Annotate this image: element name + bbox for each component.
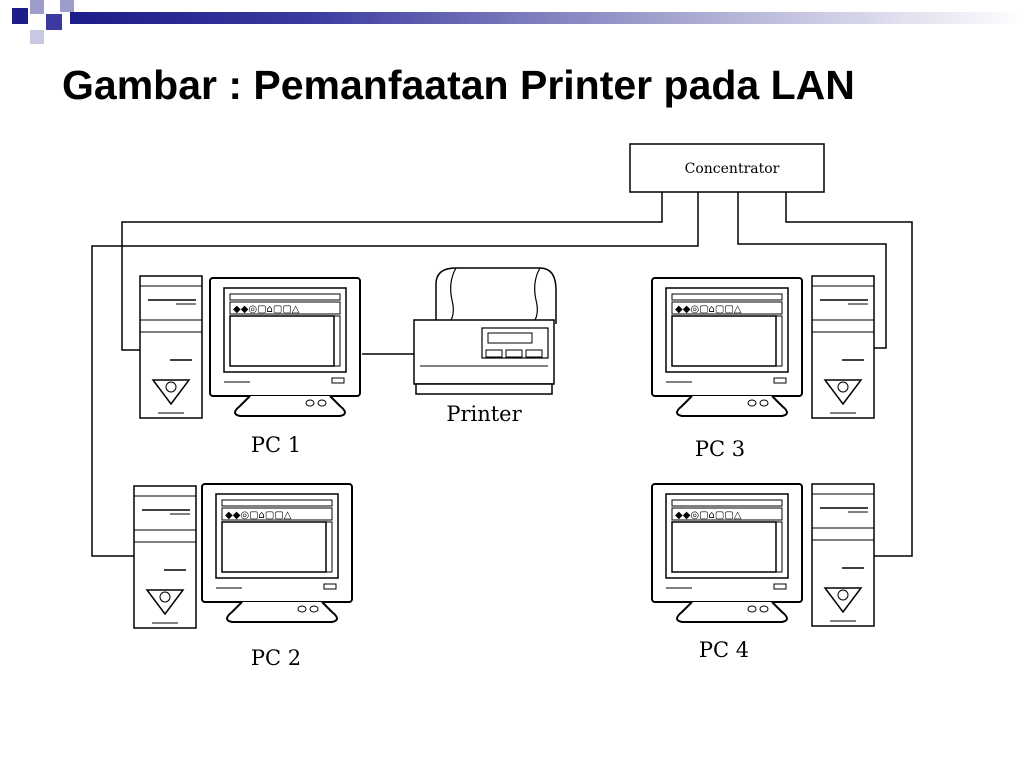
pc-1: PC 1 [139,275,361,457]
pc-label: PC 1 [251,433,301,457]
tower-icon [811,483,875,627]
monitor-icon [651,277,803,417]
decoration-square [30,0,44,14]
cable-pc4 [785,192,913,557]
pc-label: PC 3 [695,437,745,461]
cable-pc3 [737,192,887,349]
decoration-square [46,14,62,30]
pc-4: PC 4 [651,483,875,662]
printer: Printer [413,267,557,426]
tower-icon [811,275,875,419]
monitor-icon [201,483,353,623]
cable-pc1 [121,192,663,351]
cable-pc2 [91,192,699,557]
pc-label: PC 2 [251,646,301,670]
tower-icon [139,275,203,419]
concentrator-label: Concentrator [685,161,780,177]
decoration-square [12,8,28,24]
tower-icon [133,485,197,629]
printer-label: Printer [446,402,522,426]
monitor-icon [209,277,361,417]
slide-title: Gambar : Pemanfaatan Printer pada LAN [62,62,855,108]
pc-2: PC 2 [133,483,353,670]
decoration-square [60,0,74,12]
decoration-square [30,30,44,44]
title-decoration [0,0,1024,48]
printer-paper-icon [435,267,557,324]
pc-3: PC 3 [651,275,875,461]
concentrator-box [629,143,825,193]
decoration-gradient-bar [70,12,1024,24]
monitor-icon [651,483,803,623]
pc-label: PC 4 [699,638,749,662]
network-cables [91,192,913,557]
concentrator: Concentrator [629,143,825,193]
